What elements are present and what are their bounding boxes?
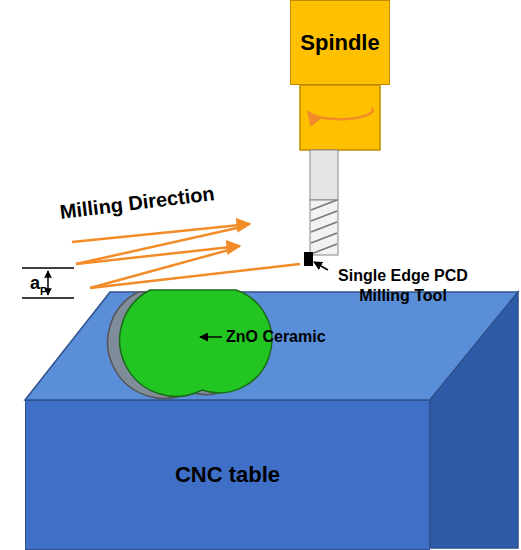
tool-leader (314, 262, 328, 270)
milling-path (72, 224, 300, 288)
node-label: CNC table (175, 462, 280, 488)
node-label: Spindle (300, 30, 379, 56)
dim-tick (22, 297, 74, 299)
rotation-arrow (308, 108, 373, 119)
depth-subscript: P (40, 285, 47, 299)
dim-arrow (47, 271, 49, 295)
zno-leader (200, 336, 222, 338)
tool-shank (310, 150, 338, 200)
ceramic-label: ZnO Ceramic (226, 327, 326, 347)
table-side-face (430, 292, 518, 548)
direction-label: Milling Direction (58, 181, 215, 225)
tool-holder (300, 85, 380, 150)
flute-lines (311, 200, 337, 254)
spindle-box: Spindle (290, 0, 390, 85)
depth-symbol: a (30, 272, 40, 295)
tool-label: Single Edge PCD Milling Tool (318, 266, 488, 306)
tool-flutes (310, 200, 338, 255)
dim-tick (22, 267, 74, 269)
cnc-table-box: CNC table (25, 400, 430, 550)
pcd-edge (304, 252, 313, 266)
